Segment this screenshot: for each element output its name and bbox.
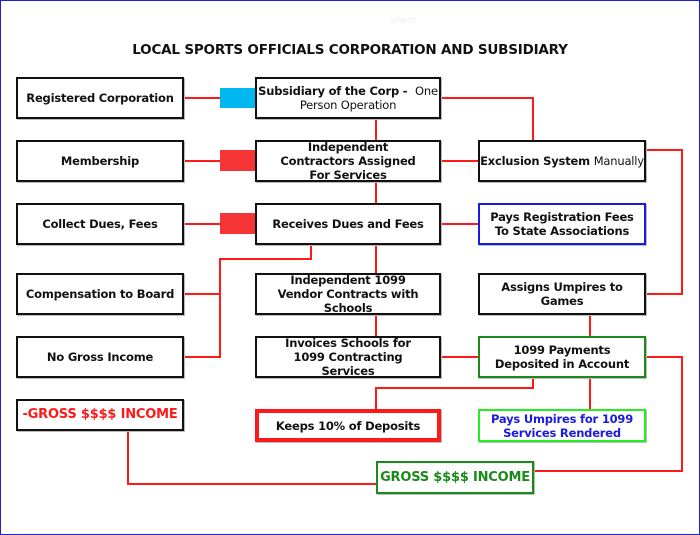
box-independent-contractors: Independent Contractors Assigned For Ser… [255,140,441,182]
box-label: Pays Umpires for 1099 Services Rendered [490,411,634,440]
box-receives-dues: Receives Dues and Fees [255,203,441,245]
box-invoices-schools: Invoices Schools for 1099 Contracting Se… [255,336,441,378]
box-label: Independent Contractors Assigned For Ser… [280,140,416,182]
box-label: Registered Corporation [26,91,174,105]
box-keeps-deposits: Keeps 10% of Deposits [255,409,441,442]
box-label-normal: Person Operation [299,98,397,112]
box-pays-registration: Pays Registration Fees To State Associat… [478,203,646,245]
box-label: -GROSS $$$$ INCOME [22,407,178,422]
box-label: Receives Dues and Fees [272,217,424,231]
box-label: Collect Dues, Fees [42,217,158,231]
box-label: 1099 Payments Deposited in Account [494,343,630,371]
box-negative-gross-income: -GROSS $$$$ INCOME [16,399,184,431]
line-payments-gross [534,356,683,472]
line-exclusion-assigns [646,149,683,295]
box-label-bold: Exclusion System [480,154,590,168]
box-label: Assigns Umpires to Games [501,280,623,308]
box-gross-income: GROSS $$$$ INCOME [376,461,534,494]
box-label: Independent 1099 Vendor Contracts with S… [277,273,419,315]
box-label-bold: Subsidiary of the Corp - [258,84,408,98]
box-compensation: Compensation to Board [16,273,184,315]
sheet-label: Sheet [390,16,417,26]
line-payments-keeps [375,378,534,409]
line-receives-board [184,245,312,358]
box-label: Invoices Schools for 1099 Contracting Se… [285,336,411,378]
box-label: Compensation to Board [25,287,175,301]
box-label: Keeps 10% of Deposits [275,418,421,433]
box-label-normal: Manually [593,154,644,168]
box-registered-corporation: Registered Corporation [16,77,184,119]
red-connector [220,150,255,171]
box-label-normal: One [415,84,438,98]
line-subsidiary-exclusion [441,97,534,140]
line-negative-gross [127,431,376,485]
box-collect-dues: Collect Dues, Fees [16,203,184,245]
red-connector [220,213,255,234]
box-payments-deposited: 1099 Payments Deposited in Account [478,336,646,378]
blue-connector [220,88,255,108]
box-exclusion-system: Exclusion System Manually [478,140,646,182]
box-label: Membership [60,154,140,168]
box-vendor-contracts: Independent 1099 Vendor Contracts with S… [255,273,441,315]
box-pays-umpires: Pays Umpires for 1099 Services Rendered [478,409,646,442]
box-no-gross-income: No Gross Income [16,336,184,378]
diagram-title: LOCAL SPORTS OFFICIALS CORPORATION AND S… [132,42,568,58]
box-assigns-umpires: Assigns Umpires to Games [478,273,646,315]
box-label: GROSS $$$$ INCOME [380,469,530,485]
box-label: Pays Registration Fees To State Associat… [490,210,634,238]
box-membership: Membership [16,140,184,182]
box-label: No Gross Income [46,350,154,364]
